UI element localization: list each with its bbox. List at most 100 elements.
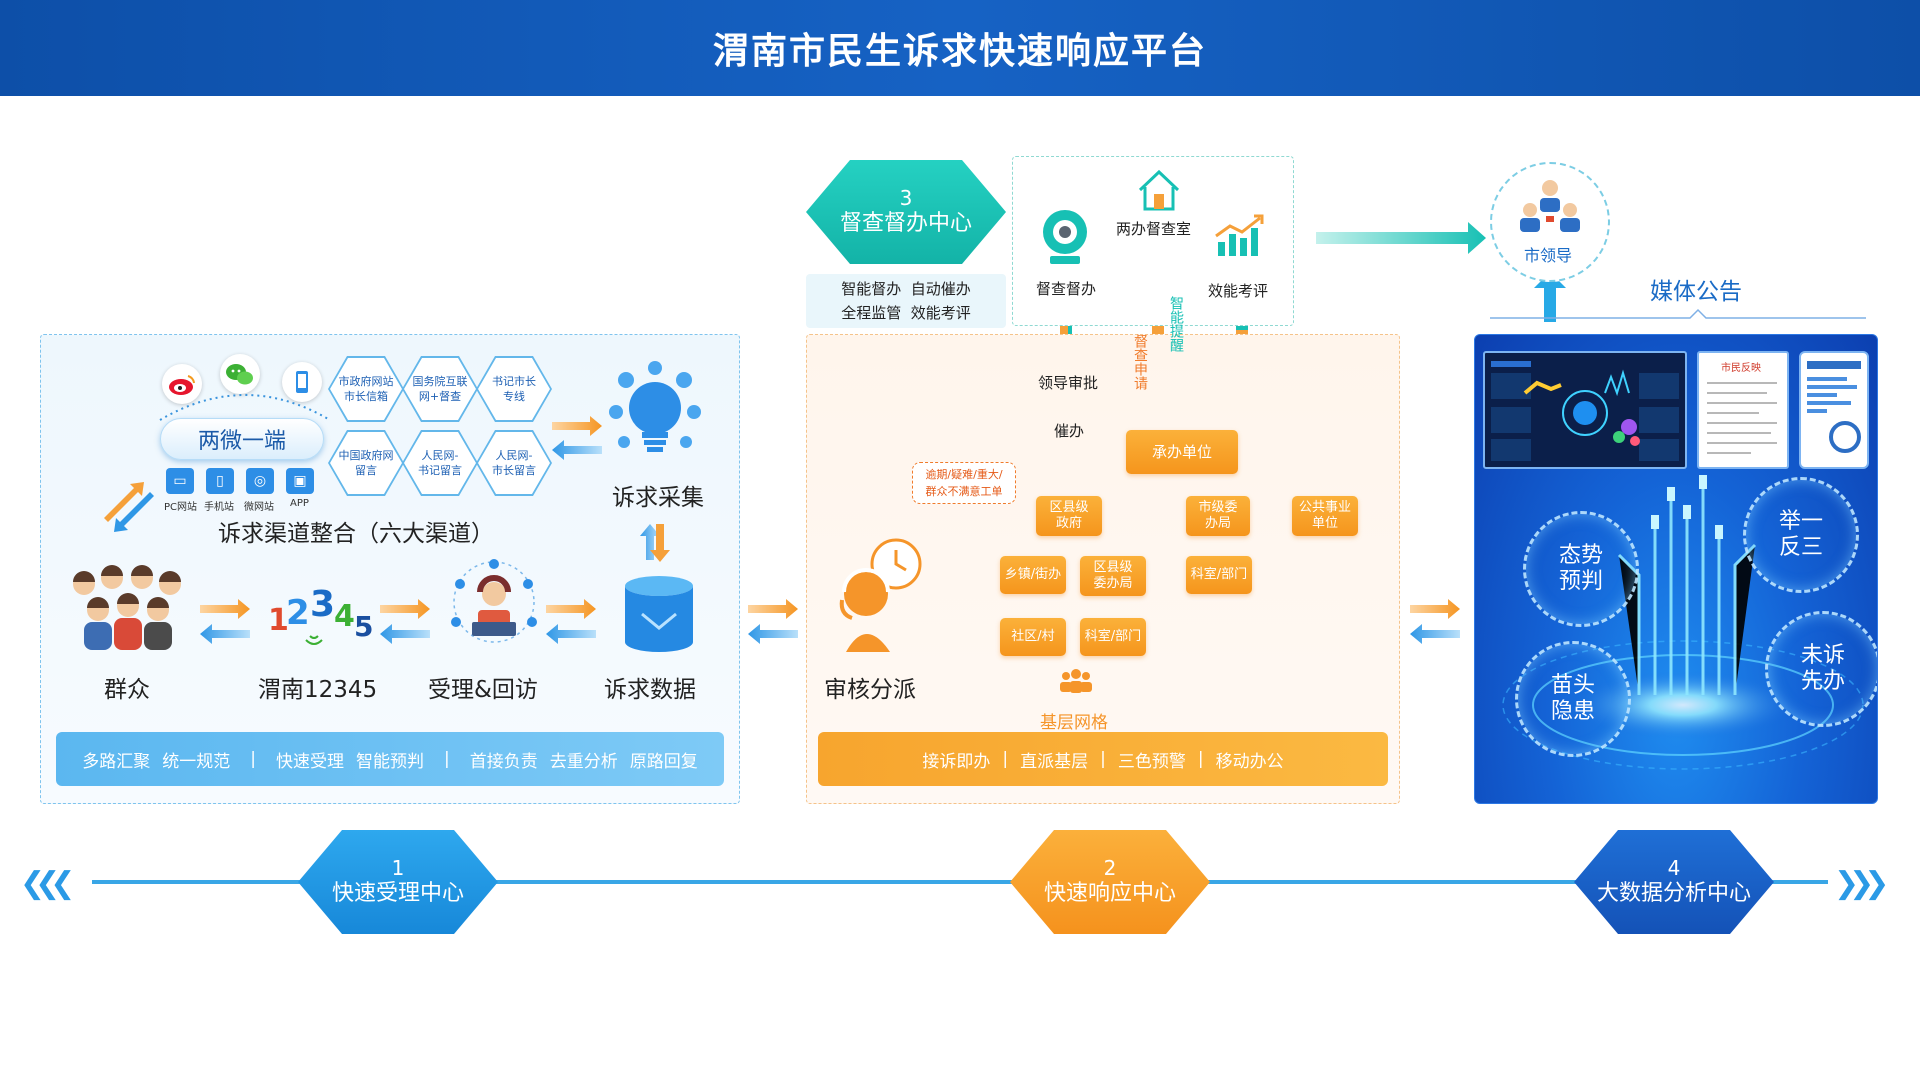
page-title: 渭南市民生诉求快速响应平台 bbox=[712, 31, 1207, 72]
flow-label-accept: 受理&回访 bbox=[428, 677, 538, 703]
ring-trend-predict: 态势预判 bbox=[1523, 511, 1639, 627]
hex-text: 市长留言 bbox=[492, 464, 536, 477]
document-screen: 市民反映 bbox=[1697, 351, 1789, 469]
crowd-icon bbox=[62, 562, 192, 650]
hex-text: 专线 bbox=[503, 390, 525, 403]
bar-item: 直派基层 bbox=[1020, 751, 1089, 772]
mobile-app-icon bbox=[282, 362, 322, 402]
ring-text: 未诉 bbox=[1800, 643, 1845, 668]
supervise-label: 督查督办 bbox=[1036, 280, 1097, 298]
hex-text: 市政府网站 bbox=[338, 375, 394, 388]
box-text: 委办局 bbox=[1093, 576, 1133, 591]
alert-text: 逾期/疑难/重大/ bbox=[925, 468, 1003, 481]
supervision-features: 智能督办 自动催办 全程监管 效能考评 bbox=[806, 274, 1006, 328]
flow-label-12345: 渭南12345 bbox=[258, 677, 378, 703]
channels-label: 诉求渠道整合（六大渠道） bbox=[218, 521, 494, 547]
app-label-micro: 微网站 bbox=[244, 502, 274, 513]
ring-hidden-risk: 苗头隐患 bbox=[1515, 641, 1631, 757]
public-unit-box: 公共事业单位 bbox=[1292, 496, 1358, 536]
header-bar: 渭南市民生诉求快速响应平台 bbox=[0, 0, 1920, 96]
box-text: 公共事业 bbox=[1298, 500, 1351, 515]
bar-item: 移动办公 bbox=[1215, 751, 1284, 772]
ring-text: 隐患 bbox=[1550, 699, 1595, 724]
ring-text: 反三 bbox=[1778, 535, 1823, 560]
center-number: 4 bbox=[1667, 856, 1681, 880]
community-box: 社区/村 bbox=[1000, 618, 1066, 656]
hotline-12345-icon: 1 2 3 4 5 bbox=[262, 580, 378, 648]
escalation-alert-box: 逾期/疑难/重大/群众不满意工单 bbox=[912, 462, 1016, 504]
chevron-right-icon: ❯❯❯ bbox=[1834, 866, 1890, 901]
leaders-icon bbox=[1516, 176, 1584, 240]
bar-sep: | bbox=[444, 749, 450, 769]
city-leader-label: 市领导 bbox=[1524, 246, 1573, 265]
box-text: 市级委 bbox=[1198, 500, 1238, 515]
bar-item: 统一规范 bbox=[162, 751, 231, 772]
chevron-left-icon: ❮❮❮ bbox=[20, 866, 76, 901]
center-badge-response: 2 快速响应中心 bbox=[1010, 830, 1210, 934]
arrow-pair-3 bbox=[546, 599, 596, 644]
center-badge-supervision: 3 督查督办中心 bbox=[806, 160, 1006, 264]
svg-text:3: 3 bbox=[310, 584, 335, 625]
center-number: 3 bbox=[899, 186, 913, 210]
channel-arc bbox=[159, 394, 331, 421]
approve-label: 领导审批 bbox=[1038, 374, 1099, 392]
media-label: 媒体公告 bbox=[1650, 279, 1742, 305]
wechat-icon bbox=[220, 354, 260, 394]
grid-label: 基层网格 bbox=[1040, 713, 1108, 733]
center-badge-bigdata: 4 大数据分析中心 bbox=[1574, 830, 1774, 934]
ring-one-three: 举一反三 bbox=[1743, 477, 1859, 593]
bar-sep: | bbox=[1100, 749, 1106, 769]
bar-item: 智能预判 bbox=[356, 751, 424, 772]
hex-text: 市长信箱 bbox=[344, 390, 388, 403]
feature-line: 智能督办 自动催办 bbox=[841, 280, 971, 298]
arrow-pair-1 bbox=[200, 599, 250, 644]
bar-item: 多路汇聚 bbox=[82, 751, 151, 772]
box-text: 办局 bbox=[1204, 516, 1231, 531]
county-bureau-box: 区县级委办局 bbox=[1080, 556, 1146, 596]
hex-text: 国务院互联 bbox=[412, 375, 468, 388]
hex-text: 书记留言 bbox=[418, 464, 462, 477]
document-title: 市民反映 bbox=[1721, 363, 1761, 374]
bar-sep: | bbox=[250, 749, 256, 769]
two-wei-one-end-pill: 两微一端 bbox=[160, 418, 324, 460]
dashboard-screen bbox=[1483, 351, 1687, 469]
svg-text:4: 4 bbox=[334, 599, 355, 634]
ring-text: 预判 bbox=[1558, 569, 1603, 594]
host-unit-box: 承办单位 bbox=[1126, 430, 1238, 474]
hex-text: 网+督查 bbox=[418, 390, 462, 403]
feature-line: 全程监管 效能考评 bbox=[841, 304, 971, 322]
big-data-panel: 市民反映 举一反三 态势预判 未诉先办 苗头隐患 bbox=[1474, 334, 1878, 804]
bar-sep: | bbox=[1197, 749, 1204, 769]
mobile-screen bbox=[1799, 351, 1869, 469]
phone-icon: ▯ bbox=[206, 468, 234, 494]
bar-item: 接诉即办 bbox=[922, 751, 991, 772]
bar-sep: | bbox=[1002, 749, 1009, 769]
bar-item: 去重分析 bbox=[549, 751, 618, 772]
hex-text: 中国政府网 bbox=[338, 449, 394, 462]
bar-item: 首接负责 bbox=[469, 751, 538, 772]
center-name: 督查督办中心 bbox=[839, 211, 972, 236]
center-number: 1 bbox=[391, 856, 405, 880]
timeline-line bbox=[92, 880, 1828, 884]
collect-label: 诉求采集 bbox=[612, 485, 704, 511]
reviewer-icon bbox=[824, 534, 934, 656]
ring-act-before: 未诉先办 bbox=[1765, 611, 1877, 727]
flow-label-masses: 群众 bbox=[104, 677, 150, 703]
operator-icon bbox=[446, 556, 542, 650]
box-text: 区县级 bbox=[1049, 500, 1089, 515]
app-row: ▭ ▯ ◎ ▣ PC网站 手机站 微网站 APP bbox=[164, 468, 324, 516]
box-text: 区县级 bbox=[1093, 560, 1133, 575]
svg-text:1: 1 bbox=[268, 603, 289, 638]
town-box: 乡镇/街办 bbox=[1000, 556, 1066, 594]
ring-text: 态势 bbox=[1558, 543, 1603, 568]
center-name: 快速受理中心 bbox=[331, 881, 464, 906]
lightbulb-icon bbox=[606, 358, 704, 468]
center-badge-accept: 1 快速受理中心 bbox=[298, 830, 498, 934]
section-box-county: 科室/部门 bbox=[1080, 618, 1146, 656]
county-gov-box: 区县级政府 bbox=[1036, 496, 1102, 536]
center-name: 快速响应中心 bbox=[1043, 881, 1176, 906]
bar-item: 原路回复 bbox=[629, 751, 698, 772]
evaluate-label: 效能考评 bbox=[1208, 282, 1269, 300]
hex-text: 人民网- bbox=[421, 449, 459, 462]
svg-text:2: 2 bbox=[286, 593, 310, 633]
